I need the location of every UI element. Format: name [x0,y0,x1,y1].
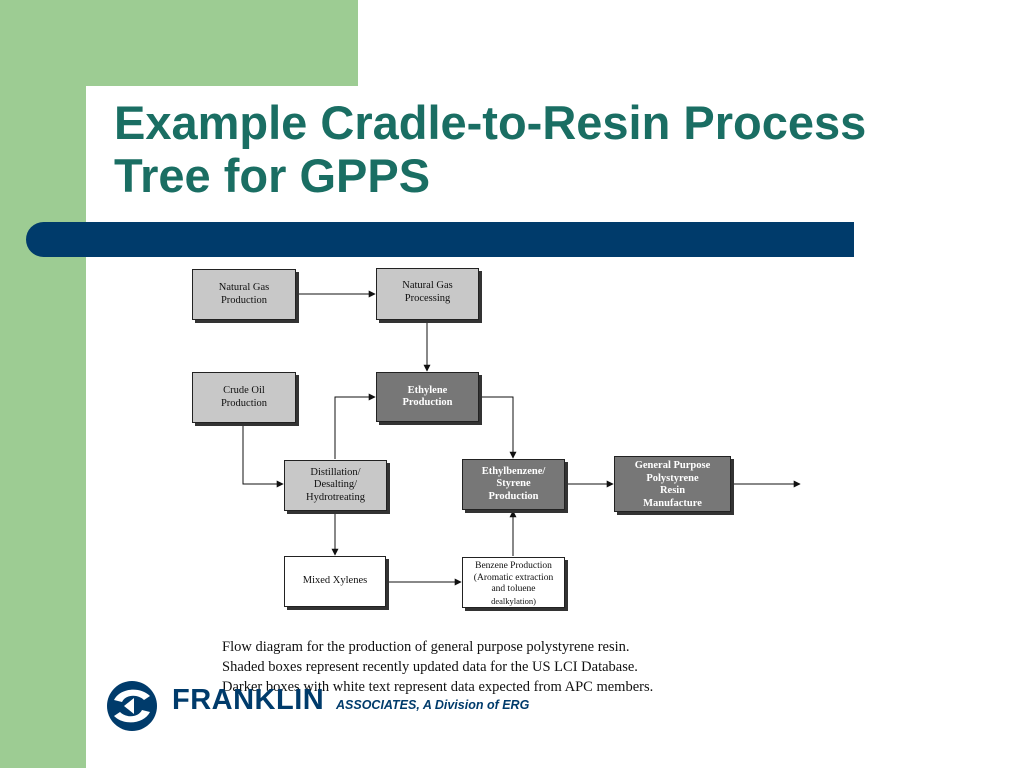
node-label-line: General Purpose [634,460,711,471]
node-label-line: Natural Gas [218,282,270,293]
node-label-line: Natural Gas [402,280,453,291]
arrow-crude-to-distillation [242,424,284,488]
node-label-line: Polystyrene [646,472,699,484]
node-label-line: Production [220,397,268,409]
node-label-line: Ethylbenzene/ [481,465,546,477]
node-label-line: and toluene [491,584,536,594]
arrow-ethylene-to-ethylbenzene [480,396,517,459]
node-label-line: Hydrotreating [306,491,365,503]
slide-title: Example Cradle-to-Resin Process Tree for… [114,96,994,202]
green-top-tab [0,0,358,86]
caption-line-2: Shaded boxes represent recently updated … [222,659,638,675]
logo-wordmark: FRANKLIN [172,684,325,716]
arrow-distillation-to-ethylene [334,393,376,459]
node-label-line: Mixed Xylenes [302,575,368,587]
node-label-line: Resin [659,485,686,496]
node-label-line: Production [220,294,268,306]
logo-tagline: ASSOCIATES, A Division of ERG [336,698,530,712]
node-label-line: Distillation/ [310,466,361,478]
slide-content-area [86,86,1024,768]
node-label-line: Styrene [496,478,531,490]
node-label-line: Processing [404,292,451,304]
node-label-line: Manufacture [643,497,702,509]
caption-line-3: Darker boxes with white text represent d… [222,679,654,695]
node-label-line: Ethylene [407,384,448,396]
node-mixed-xylenes: Mixed Xylenes [284,556,386,607]
figure-caption: Flow diagram for the production of gener… [222,637,653,697]
title-line-1: Example Cradle-to-Resin Process [114,96,867,149]
franklin-swirl-icon [107,681,157,731]
node-distillation-desalting-hydrotreating: Distillation/Desalting/Hydrotreating [284,460,387,511]
node-label-line: Production [488,490,539,502]
node-label-line: Benzene Production [475,561,552,571]
node-label-line: (Aromatic extraction [473,572,554,583]
node-label-line: dealkylation) [491,595,536,606]
title-line-2: Tree for GPPS [114,149,431,202]
green-sidebar [0,0,86,768]
node-label-line: Production [402,397,453,408]
node-label-line: Crude Oil [223,385,265,396]
node-label-line: Desalting/ [313,479,358,491]
title-divider-band [26,222,854,257]
caption-line-1: Flow diagram for the production of gener… [222,639,630,655]
